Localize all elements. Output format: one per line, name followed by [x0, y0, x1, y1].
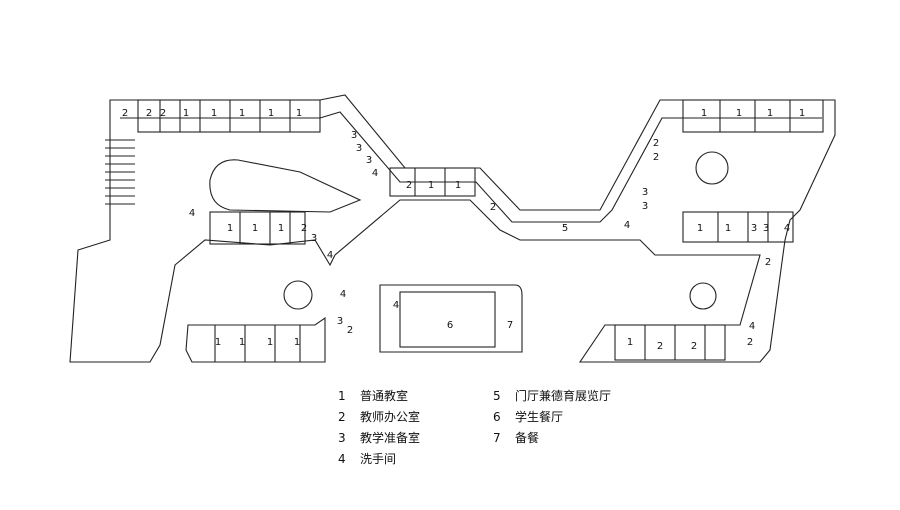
room-label: 1 — [227, 223, 233, 234]
room-label: 1 — [799, 108, 805, 119]
room-label: 2 — [406, 180, 412, 191]
room-label: 1 — [239, 337, 245, 348]
classroom-wing — [209, 211, 306, 245]
classroom-wing — [614, 324, 726, 361]
room-label: 1 — [294, 337, 300, 348]
room-label: 4 — [340, 289, 346, 300]
room-label: 4 — [327, 250, 333, 261]
room-label: 5 — [562, 223, 568, 234]
room-label: 3 — [351, 130, 357, 141]
room-label: 2 — [122, 108, 128, 119]
wall-outline — [185, 316, 326, 363]
room-label: 2 — [490, 202, 496, 213]
room-label: 1 — [736, 108, 742, 119]
wall-outline — [379, 284, 523, 353]
courtyard — [209, 159, 362, 213]
room-label: 1 — [725, 223, 731, 234]
room-label: 1 — [239, 108, 245, 119]
wall-outline — [120, 111, 822, 223]
room-label: 3 — [356, 143, 362, 154]
room-label: 3 — [751, 223, 757, 234]
room-label: 1 — [268, 108, 274, 119]
room-label: 1 — [278, 223, 284, 234]
room-label: 1 — [267, 337, 273, 348]
room-label: 1 — [455, 180, 461, 191]
wall-outline — [69, 94, 836, 363]
room-label: 1 — [252, 223, 258, 234]
room-divider — [719, 100, 791, 132]
room-label: 2 — [747, 337, 753, 348]
room-label: 2 — [653, 152, 659, 163]
round-feature — [689, 282, 717, 310]
room-label: 2 — [765, 257, 771, 268]
round-feature — [283, 280, 313, 310]
classroom-wing — [682, 99, 824, 133]
room-label: 1 — [428, 180, 434, 191]
room-label: 1 — [215, 337, 221, 348]
room-label: 2 — [657, 341, 663, 352]
room-label: 4 — [624, 220, 630, 231]
room-label: 2 — [653, 138, 659, 149]
room-label: 4 — [189, 208, 195, 219]
dining-grid — [399, 291, 496, 348]
room-label: 3 — [366, 155, 372, 166]
room-label: 4 — [372, 168, 378, 179]
room-label: 4 — [393, 300, 399, 311]
room-label: 1 — [211, 108, 217, 119]
room-label: 1 — [767, 108, 773, 119]
room-label: 7 — [507, 320, 513, 331]
room-divider — [239, 212, 291, 244]
room-label: 4 — [749, 321, 755, 332]
room-divider — [644, 325, 706, 360]
round-feature — [695, 151, 729, 185]
room-label: 1 — [296, 108, 302, 119]
room-label: 3 — [311, 233, 317, 244]
classroom-wing — [137, 99, 321, 133]
room-label: 2 — [347, 325, 353, 336]
room-label: 1 — [183, 108, 189, 119]
room-label: 3 — [642, 187, 648, 198]
room-label: 1 — [697, 223, 703, 234]
room-label: 2 — [146, 108, 152, 119]
room-label: 2 — [691, 341, 697, 352]
room-label: 6 — [447, 320, 453, 331]
room-divider — [414, 168, 446, 196]
room-label: 3 — [642, 201, 648, 212]
room-label: 3 — [763, 223, 769, 234]
room-label: 4 — [784, 223, 790, 234]
room-divider — [214, 325, 301, 362]
room-label: 3 — [337, 316, 343, 327]
room-label: 2 — [160, 108, 166, 119]
stair — [105, 139, 135, 205]
room-divider — [717, 212, 769, 242]
classroom-wing — [389, 167, 476, 197]
room-label: 1 — [627, 337, 633, 348]
room-divider — [159, 100, 291, 132]
room-label: 1 — [701, 108, 707, 119]
room-label: 2 — [301, 223, 307, 234]
classroom-wing — [682, 211, 794, 243]
